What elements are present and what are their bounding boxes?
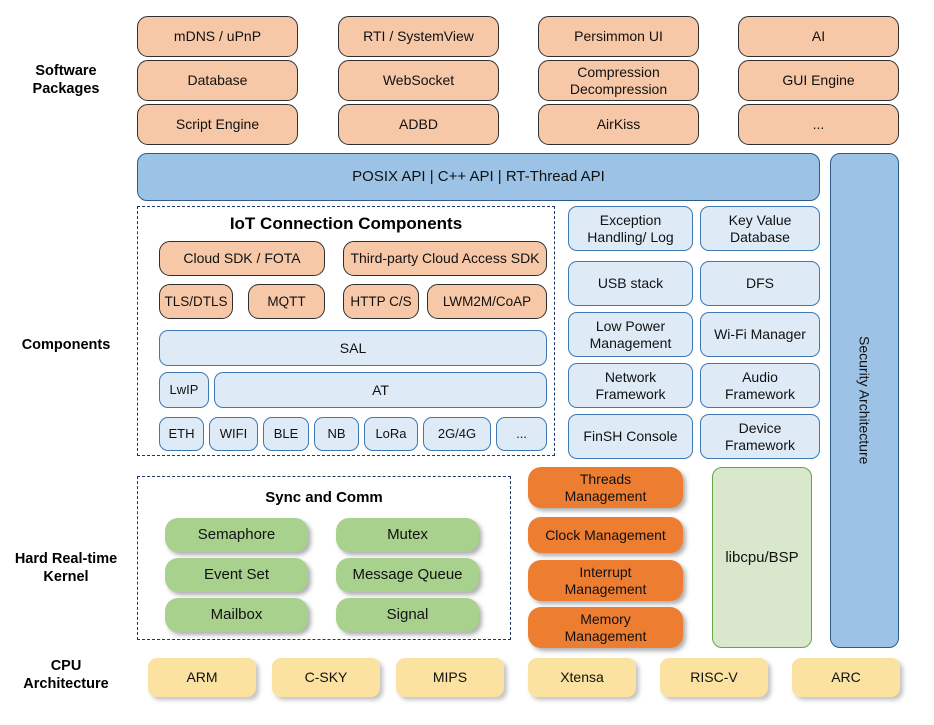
package-box[interactable]: Database <box>137 60 298 101</box>
sync-box[interactable]: Event Set <box>165 558 308 592</box>
iot-at-box[interactable]: AT <box>214 372 547 408</box>
iot-link-box[interactable]: 2G/4G <box>423 417 491 451</box>
iot-link-box[interactable]: BLE <box>263 417 309 451</box>
component-box[interactable]: Device Framework <box>700 414 820 459</box>
iot-link-box[interactable]: ETH <box>159 417 204 451</box>
package-box[interactable]: WebSocket <box>338 60 499 101</box>
package-box[interactable]: Persimmon UI <box>538 16 699 57</box>
cpu-arch-box[interactable]: RISC-V <box>660 658 768 697</box>
sync-comm-title: Sync and Comm <box>265 489 383 506</box>
package-box[interactable]: GUI Engine <box>738 60 899 101</box>
sync-box[interactable]: Semaphore <box>165 518 308 552</box>
row-label-software-packages: Software Packages <box>32 63 100 98</box>
sync-box[interactable]: Mutex <box>336 518 479 552</box>
iot-link-box[interactable]: WIFI <box>209 417 258 451</box>
component-box[interactable]: Audio Framework <box>700 363 820 408</box>
package-box[interactable]: AirKiss <box>538 104 699 145</box>
iot-link-box[interactable]: LoRa <box>364 417 418 451</box>
iot-protocol-box[interactable]: MQTT <box>248 284 325 319</box>
row-label-components: Components <box>21 337 111 353</box>
row-label-cpu: CPU Architecture <box>23 658 109 693</box>
component-box[interactable]: Exception Handling/ Log <box>568 206 693 251</box>
package-box[interactable]: Compression Decompression <box>538 60 699 101</box>
sync-comm-group <box>137 476 511 640</box>
iot-link-box[interactable]: ... <box>496 417 547 451</box>
iot-protocol-box[interactable]: TLS/DTLS <box>159 284 233 319</box>
libcpu-bsp-box[interactable]: libcpu/BSP <box>712 467 812 648</box>
component-box[interactable]: Wi-Fi Manager <box>700 312 820 357</box>
api-bar[interactable]: POSIX API | C++ API | RT-Thread API <box>137 153 820 201</box>
component-box[interactable]: Key Value Database <box>700 206 820 251</box>
iot-lwip-box[interactable]: LwIP <box>159 372 209 408</box>
kernel-service-box[interactable]: Interrupt Management <box>528 560 683 601</box>
iot-cloud-box[interactable]: Third-party Cloud Access SDK <box>343 241 547 276</box>
package-box[interactable]: RTI / SystemView <box>338 16 499 57</box>
iot-cloud-box[interactable]: Cloud SDK / FOTA <box>159 241 325 276</box>
sync-box[interactable]: Mailbox <box>165 598 308 632</box>
iot-connection-group <box>137 206 555 456</box>
package-box[interactable]: ... <box>738 104 899 145</box>
kernel-service-box[interactable]: Clock Management <box>528 517 683 553</box>
kernel-service-box[interactable]: Memory Management <box>528 607 683 648</box>
sync-box[interactable]: Message Queue <box>336 558 479 592</box>
component-box[interactable]: Network Framework <box>568 363 693 408</box>
row-label-kernel: Hard Real-time Kernel <box>14 551 118 586</box>
iot-link-box[interactable]: NB <box>314 417 359 451</box>
cpu-arch-box[interactable]: Xtensa <box>528 658 636 697</box>
iot-protocol-box[interactable]: HTTP C/S <box>343 284 419 319</box>
component-box[interactable]: Low Power Management <box>568 312 693 357</box>
package-box[interactable]: Script Engine <box>137 104 298 145</box>
sync-box[interactable]: Signal <box>336 598 479 632</box>
package-box[interactable]: ADBD <box>338 104 499 145</box>
component-box[interactable]: USB stack <box>568 261 693 306</box>
component-box[interactable]: FinSH Console <box>568 414 693 459</box>
iot-protocol-box[interactable]: LWM2M/CoAP <box>427 284 547 319</box>
cpu-arch-box[interactable]: MIPS <box>396 658 504 697</box>
security-architecture-bar[interactable]: Security Architecture <box>830 153 899 648</box>
kernel-service-box[interactable]: Threads Management <box>528 467 683 508</box>
cpu-arch-box[interactable]: C-SKY <box>272 658 380 697</box>
package-box[interactable]: AI <box>738 16 899 57</box>
cpu-arch-box[interactable]: ARC <box>792 658 900 697</box>
component-box[interactable]: DFS <box>700 261 820 306</box>
iot-connection-title: IoT Connection Components <box>229 214 463 233</box>
package-box[interactable]: mDNS / uPnP <box>137 16 298 57</box>
iot-sal-box[interactable]: SAL <box>159 330 547 366</box>
cpu-arch-box[interactable]: ARM <box>148 658 256 697</box>
